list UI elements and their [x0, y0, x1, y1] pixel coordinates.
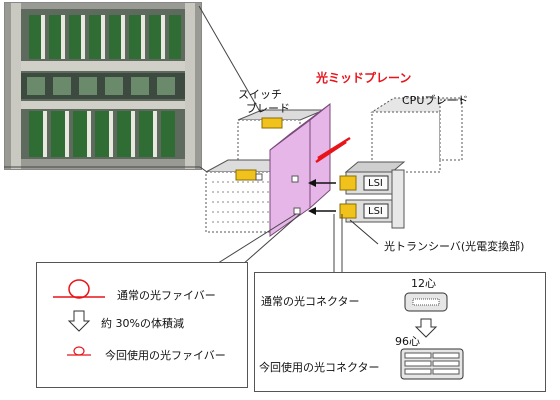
switch-blade-label-line2: ブレード	[246, 102, 290, 115]
lsi-label-lower: LSI	[368, 206, 383, 217]
fiber-legend: 通常の光ファイバー 約 30%の体積減 今回使用の光ファイバー	[36, 262, 248, 388]
hardware-photo	[4, 2, 202, 170]
volume-reduction-label: 約 30%の体積減	[101, 317, 184, 330]
normal-connector-label: 通常の光コネクター	[261, 295, 360, 308]
connector-96-icon	[400, 348, 464, 380]
lsi-label-upper: LSI	[368, 178, 383, 189]
normal-fiber-label: 通常の光ファイバー	[117, 289, 216, 302]
this-connector-label: 今回使用の光コネクター	[259, 361, 380, 374]
down-arrow-icon	[67, 310, 91, 332]
this-fiber-label: 今回使用の光ファイバー	[105, 349, 226, 362]
thin-fiber-icon	[67, 346, 91, 356]
cpu-blade-label: CPUブレード	[402, 94, 469, 107]
cpu-blade-lower	[339, 161, 406, 229]
connector-96-label: 96心	[395, 335, 420, 348]
cpu-blade-upper	[370, 97, 464, 173]
transceiver-label: 光トランシーバ(光電変換部)	[384, 240, 525, 253]
optical-midplane-label: 光ミッドプレーン	[316, 71, 412, 85]
connector-12-icon	[404, 292, 448, 312]
connector-down-arrow-icon	[414, 318, 438, 338]
connector-legend: 通常の光コネクター 12心 96心 今回使用の光コネクター	[254, 272, 546, 392]
switch-blade-label-line1: スイッチ	[238, 88, 282, 101]
connector-12-label: 12心	[411, 277, 436, 290]
normal-fiber-icon	[53, 279, 105, 299]
